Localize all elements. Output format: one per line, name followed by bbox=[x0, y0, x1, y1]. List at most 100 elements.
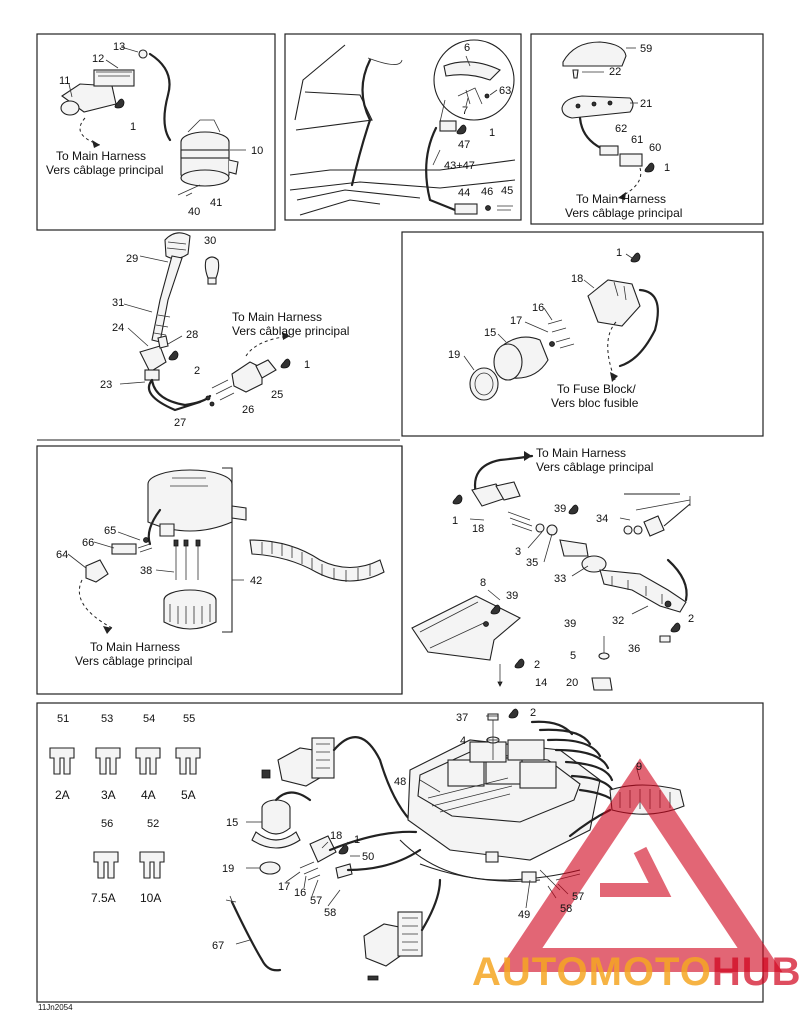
fuse-rating: 2A bbox=[55, 788, 70, 802]
fuse-rating: 7.5A bbox=[91, 891, 116, 905]
caption-to-main-3-fr: Vers câblage principal bbox=[232, 324, 349, 338]
callout-58: 58 bbox=[560, 903, 572, 915]
callout-65: 65 bbox=[104, 525, 116, 537]
diagram-code: 11Jn2054 bbox=[38, 1003, 73, 1012]
callout-43-47: 43+47 bbox=[444, 160, 475, 172]
callout-58: 58 bbox=[324, 907, 336, 919]
callout-2: 2 bbox=[530, 707, 536, 719]
watermark-text: AUTOMOTOHUB bbox=[472, 950, 800, 994]
caption-to-main-5-fr: Vers câblage principal bbox=[536, 460, 653, 474]
callout-18: 18 bbox=[472, 523, 484, 535]
callout-1: 1 bbox=[452, 515, 458, 527]
caption-to-main-1-fr: Vers câblage principal bbox=[46, 163, 163, 177]
callout-60: 60 bbox=[649, 142, 661, 154]
callout-42: 42 bbox=[250, 575, 262, 587]
fuse-rating: 5A bbox=[181, 788, 196, 802]
callout-7: 7 bbox=[462, 105, 468, 117]
callout-47: 47 bbox=[458, 139, 470, 151]
callout-1: 1 bbox=[664, 162, 670, 174]
callout-50: 50 bbox=[362, 851, 374, 863]
fuse-number: 51 bbox=[57, 713, 69, 725]
callout-15: 15 bbox=[226, 817, 238, 829]
callout-46: 46 bbox=[481, 186, 493, 198]
callout-1: 1 bbox=[489, 127, 495, 139]
callout-24: 24 bbox=[112, 322, 124, 334]
callout-31: 31 bbox=[112, 297, 124, 309]
fuse-rating: 3A bbox=[101, 788, 116, 802]
callout-20: 20 bbox=[566, 677, 578, 689]
callout-23: 23 bbox=[100, 379, 112, 391]
panel-5 bbox=[463, 252, 659, 401]
watermark-logo bbox=[497, 758, 783, 972]
callout-17: 17 bbox=[278, 881, 290, 893]
callout-2: 2 bbox=[688, 613, 694, 625]
caption-to-main-5-en: To Main Harness bbox=[536, 446, 626, 460]
caption-to-fuse-en: To Fuse Block/ bbox=[557, 382, 636, 396]
callout-15: 15 bbox=[484, 327, 496, 339]
callout-48: 48 bbox=[394, 776, 406, 788]
fuse-number: 53 bbox=[101, 713, 113, 725]
caption-to-main-2-en: To Main Harness bbox=[576, 192, 666, 206]
caption-to-main-4-fr: Vers câblage principal bbox=[75, 654, 192, 668]
callout-33: 33 bbox=[554, 573, 566, 585]
callout-21: 21 bbox=[640, 98, 652, 110]
callout-38: 38 bbox=[140, 565, 152, 577]
callout-12: 12 bbox=[92, 53, 104, 65]
callout-1: 1 bbox=[354, 834, 360, 846]
fuse-number: 52 bbox=[147, 818, 159, 830]
callout-18: 18 bbox=[571, 273, 583, 285]
caption-to-main-3-en: To Main Harness bbox=[232, 310, 322, 324]
callout-39: 39 bbox=[554, 503, 566, 515]
callout-22: 22 bbox=[609, 66, 621, 78]
fuse-rating: 4A bbox=[141, 788, 156, 802]
callout-16: 16 bbox=[294, 887, 306, 899]
callout-25: 25 bbox=[271, 389, 283, 401]
callout-14: 14 bbox=[535, 677, 547, 689]
panel-2 bbox=[289, 39, 516, 216]
callout-19: 19 bbox=[448, 349, 460, 361]
callout-11: 11 bbox=[59, 75, 70, 87]
watermark-part-3: HUB bbox=[712, 950, 800, 994]
callout-1: 1 bbox=[304, 359, 310, 371]
callout-16: 16 bbox=[532, 302, 544, 314]
panel-frame-1 bbox=[36, 33, 276, 231]
fuse-icons bbox=[49, 747, 201, 879]
callout-17: 17 bbox=[510, 315, 522, 327]
caption-to-main-2-fr: Vers câblage principal bbox=[565, 206, 682, 220]
caption-to-fuse-fr: Vers bloc fusible bbox=[551, 396, 639, 410]
callout-29: 29 bbox=[126, 253, 138, 265]
callout-61: 61 bbox=[631, 134, 643, 146]
watermark-part-1: AUTO bbox=[472, 950, 589, 994]
watermark-part-2: MOTO bbox=[589, 950, 712, 994]
callout-28: 28 bbox=[186, 329, 198, 341]
callout-67: 67 bbox=[212, 940, 224, 952]
callout-37: 37 bbox=[456, 712, 468, 724]
callout-45: 45 bbox=[501, 185, 513, 197]
callout-10: 10 bbox=[251, 145, 263, 157]
callout-5: 5 bbox=[570, 650, 576, 662]
callout-3: 3 bbox=[515, 546, 521, 558]
callout-26: 26 bbox=[242, 404, 254, 416]
panel-frame-4 bbox=[401, 231, 764, 437]
callout-4: 4 bbox=[460, 735, 466, 747]
callout-1: 1 bbox=[616, 247, 622, 259]
callout-66: 66 bbox=[82, 537, 94, 549]
callout-59: 59 bbox=[640, 43, 652, 55]
callout-13: 13 bbox=[113, 41, 125, 53]
callout-2: 2 bbox=[194, 365, 200, 377]
panel-frame-6 bbox=[36, 702, 764, 1003]
callout-57: 57 bbox=[572, 891, 584, 903]
callout-9: 9 bbox=[636, 761, 642, 773]
callout-27: 27 bbox=[174, 417, 186, 429]
callout-64: 64 bbox=[56, 549, 68, 561]
callout-39: 39 bbox=[506, 590, 518, 602]
panel-7 bbox=[411, 451, 691, 691]
callout-57: 57 bbox=[310, 895, 322, 907]
callout-41: 41 bbox=[210, 197, 222, 209]
callout-44: 44 bbox=[458, 187, 470, 199]
fuse-number: 56 bbox=[101, 818, 113, 830]
callout-62: 62 bbox=[615, 123, 627, 135]
callout-8: 8 bbox=[480, 577, 486, 589]
callout-18: 18 bbox=[330, 830, 342, 842]
